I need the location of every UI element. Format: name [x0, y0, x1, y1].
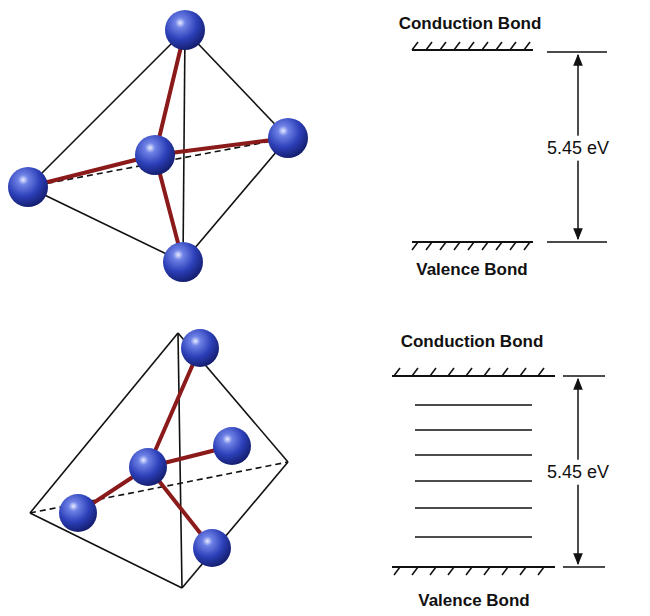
hatch-stroke [524, 42, 530, 50]
hatch-stroke [426, 242, 432, 250]
hatch-stroke [430, 368, 436, 376]
gap-energy: 5.45 eV [544, 136, 612, 161]
hatch-stroke [510, 242, 516, 250]
tetrahedron-outline [28, 30, 288, 262]
bonds [78, 348, 232, 548]
hatch-stroke [538, 567, 544, 575]
hatch-stroke [394, 368, 400, 376]
hatch-stroke [520, 567, 526, 575]
hatch-stroke [468, 242, 474, 250]
band-label: Valence Bond [416, 260, 527, 280]
band-label: Valence Bond [418, 591, 529, 611]
hatch-stroke [448, 567, 454, 575]
hatch-stroke [538, 368, 544, 376]
atoms [59, 329, 251, 567]
tetrahedron-outline [30, 333, 288, 588]
hatch-stroke [466, 567, 472, 575]
hatch-stroke [502, 368, 508, 376]
hatch-stroke [468, 42, 474, 50]
hatch-stroke [454, 42, 460, 50]
hatch-stroke [496, 42, 502, 50]
hatch-stroke [482, 242, 488, 250]
hatch-stroke [440, 42, 446, 50]
hatch-stroke [484, 567, 490, 575]
hatch-stroke [412, 42, 418, 50]
gap-energy: 5.45 eV [544, 460, 612, 485]
hatch-stroke [482, 42, 488, 50]
bonds [28, 30, 288, 262]
hatch-stroke [496, 242, 502, 250]
atoms [8, 10, 308, 282]
band-label: Conduction Bond [399, 14, 542, 34]
hatch-stroke [412, 567, 418, 575]
hatch-stroke [524, 242, 530, 250]
hatch-stroke [454, 242, 460, 250]
hatch-stroke [426, 42, 432, 50]
hatch-stroke [430, 567, 436, 575]
hatch-stroke [484, 368, 490, 376]
band-label: Conduction Bond [401, 332, 544, 352]
hatching [394, 42, 544, 575]
hatch-stroke [448, 368, 454, 376]
hatch-stroke [502, 567, 508, 575]
hatch-stroke [440, 242, 446, 250]
hatch-stroke [412, 368, 418, 376]
hatch-stroke [394, 567, 400, 575]
hatch-stroke [466, 368, 472, 376]
hatch-stroke [520, 368, 526, 376]
hatch-stroke [510, 42, 516, 50]
hatch-stroke [412, 242, 418, 250]
